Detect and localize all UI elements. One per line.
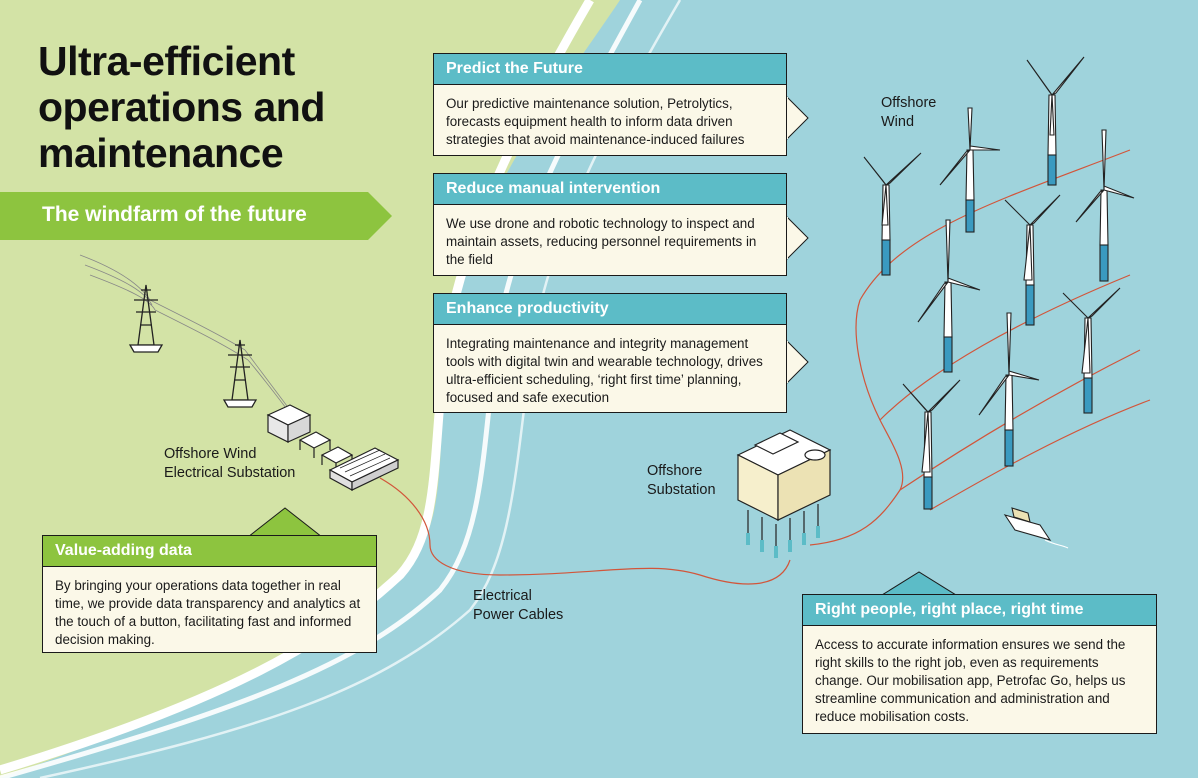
card-body: Access to accurate information ensures w… xyxy=(815,637,1126,724)
label-offshore-wind: Offshore Wind xyxy=(881,95,937,130)
card-predict-future: Predict the Future Our predictive mainte… xyxy=(433,53,787,156)
wind-turbines xyxy=(863,56,1135,510)
card-body: By bringing your operations data togethe… xyxy=(55,578,361,647)
label-offshore-substation: Offshore Substation xyxy=(647,463,716,498)
card-reduce-manual: Reduce manual intervention We use drone … xyxy=(433,173,787,276)
banner-text: The windfarm of the future xyxy=(42,203,307,226)
card-body: Our predictive maintenance solution, Pet… xyxy=(446,96,745,147)
turbine xyxy=(978,312,1040,467)
label-power-cables: Electrical Power Cables xyxy=(473,588,564,623)
pointer-predict xyxy=(786,96,809,140)
service-boat xyxy=(1003,507,1069,549)
pointer-productivity xyxy=(786,340,809,384)
card-body: Integrating maintenance and integrity ma… xyxy=(446,336,763,405)
card-right-people: Right people, right place, right time Ac… xyxy=(802,594,1157,734)
card-heading: Enhance productivity xyxy=(434,294,786,325)
land-substation xyxy=(266,404,400,492)
card-value-adding-data: Value-adding data By bringing your opera… xyxy=(42,535,377,653)
card-body: We use drone and robotic technology to i… xyxy=(446,216,757,267)
page-title: Ultra-efficient operations and maintenan… xyxy=(38,38,325,176)
coast-wave-2 xyxy=(0,0,643,778)
turbine xyxy=(917,219,981,373)
turbine xyxy=(1075,129,1135,282)
offshore-platform xyxy=(736,429,832,558)
card-heading: Value-adding data xyxy=(43,536,376,567)
turbine xyxy=(1026,56,1085,186)
card-heading: Predict the Future xyxy=(434,54,786,85)
turbine xyxy=(939,107,1001,233)
coast-wave-1 xyxy=(0,0,594,775)
pointer-manual xyxy=(786,216,809,260)
pointer-data xyxy=(248,507,322,537)
label-electrical-substation: Offshore Wind Electrical Substation xyxy=(164,446,296,481)
pylon-2 xyxy=(222,339,258,408)
turbine xyxy=(902,379,961,510)
pointer-people xyxy=(882,571,956,595)
pylon-1 xyxy=(128,284,164,353)
card-heading: Right people, right place, right time xyxy=(803,595,1156,626)
turbine xyxy=(1062,287,1121,414)
turbine xyxy=(1004,194,1061,326)
subtitle-banner: The windfarm of the future xyxy=(0,192,392,240)
card-enhance-productivity: Enhance productivity Integrating mainten… xyxy=(433,293,787,413)
turbine xyxy=(863,152,922,276)
card-heading: Reduce manual intervention xyxy=(434,174,786,205)
